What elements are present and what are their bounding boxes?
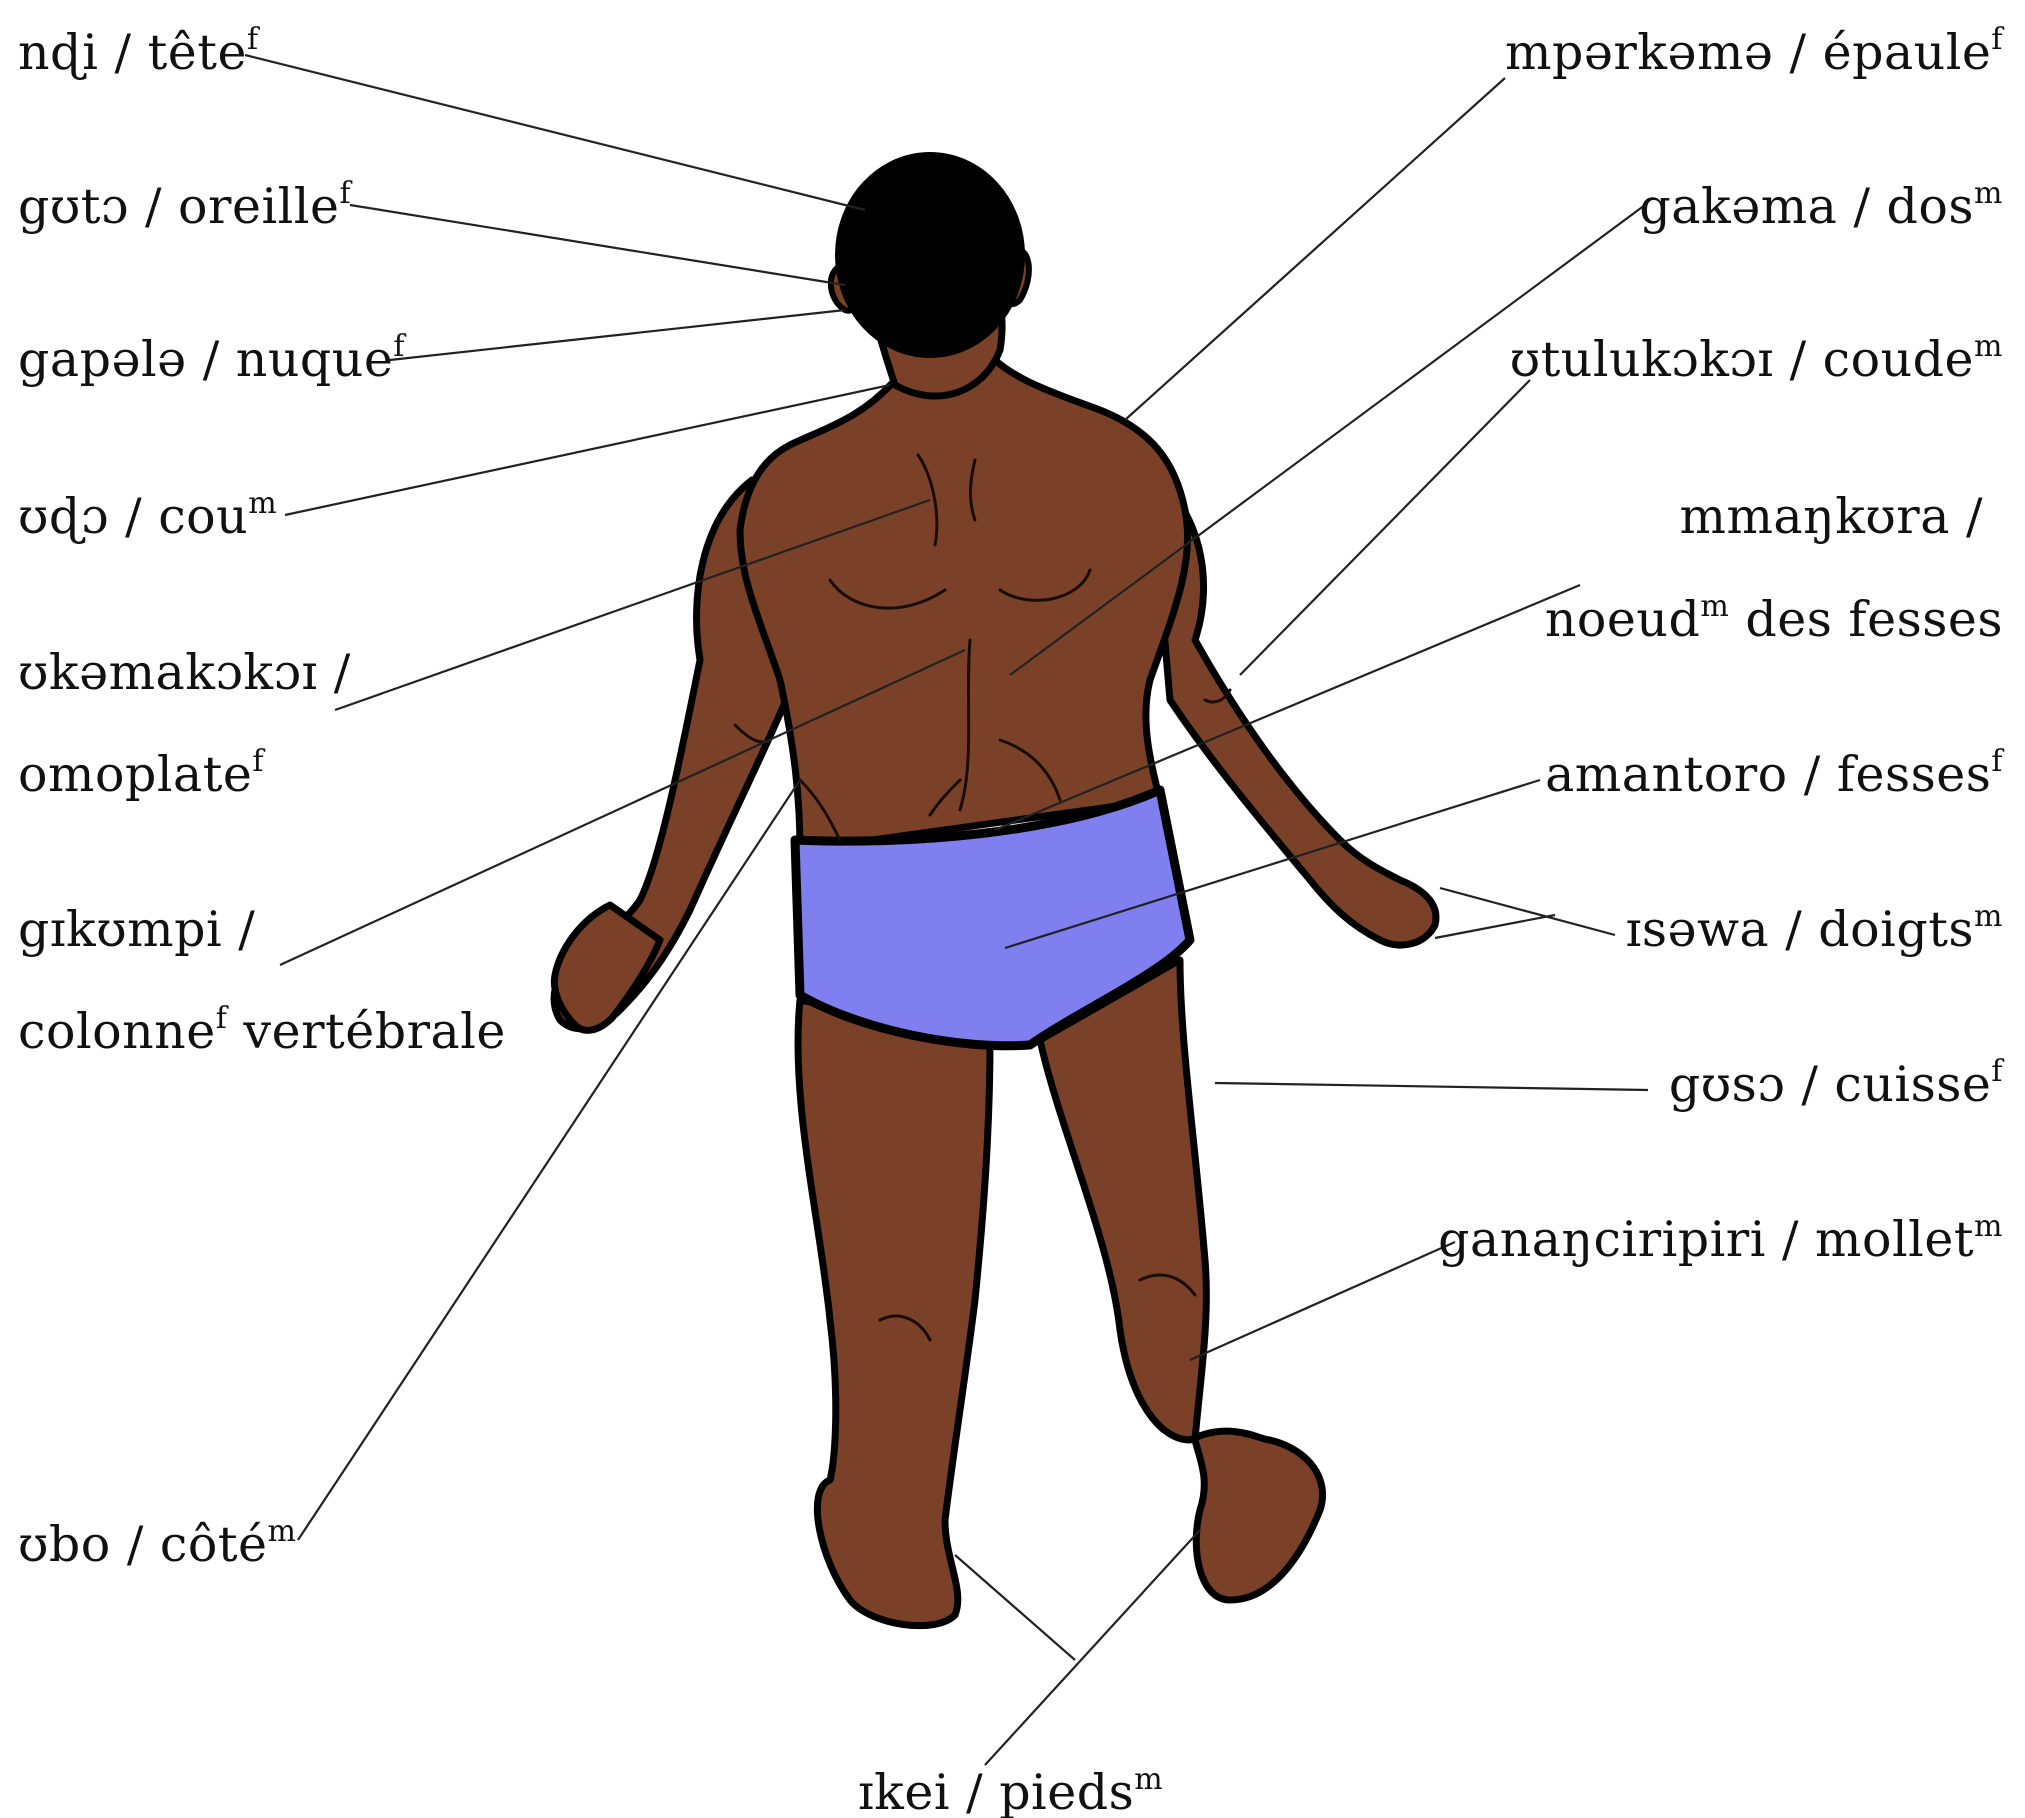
label-omoplate-line2: omoplatef	[18, 750, 264, 799]
label-omoplate-line1: ʊkəmakɔkɔɪ /	[18, 648, 351, 697]
torso	[740, 350, 1188, 850]
label-fesses: amantoro / fessesf	[1545, 750, 2003, 799]
left-leg	[798, 1000, 990, 1626]
label-noeud-line1: mmaŋkʊra /	[1680, 492, 1984, 541]
label-doigts: ɪsəwa / doigtsm	[1626, 905, 2003, 954]
label-cou: ʊɖɔ / coum	[18, 492, 277, 541]
label-coude: ʊtulukɔkɔɪ / coudem	[1510, 335, 2003, 384]
label-colonne-line2: colonnef vertébrale	[18, 1007, 506, 1056]
label-nuque: gapələ / nuquef	[18, 335, 405, 384]
label-mollet: ganaŋciripiri / molletm	[1438, 1215, 2003, 1264]
label-cote: ʊbo / côtém	[18, 1520, 297, 1569]
head	[838, 155, 1022, 355]
label-cuisse: gʊsɔ / cuissef	[1669, 1060, 2003, 1109]
label-oreille: gʊtɔ / oreillef	[18, 182, 351, 231]
right-arm	[1150, 470, 1436, 945]
label-pieds: ɪkei / piedsm	[858, 1768, 1163, 1817]
label-tete: nɖi / têtef	[18, 28, 259, 77]
label-epaule: mpərkəmə / épaulef	[1505, 28, 2003, 77]
label-dos: gakəma / dosm	[1639, 182, 2003, 231]
label-noeud-line2: noeudm des fesses	[1545, 595, 2003, 644]
label-colonne-line1: gɪkʊmpi /	[18, 905, 255, 954]
